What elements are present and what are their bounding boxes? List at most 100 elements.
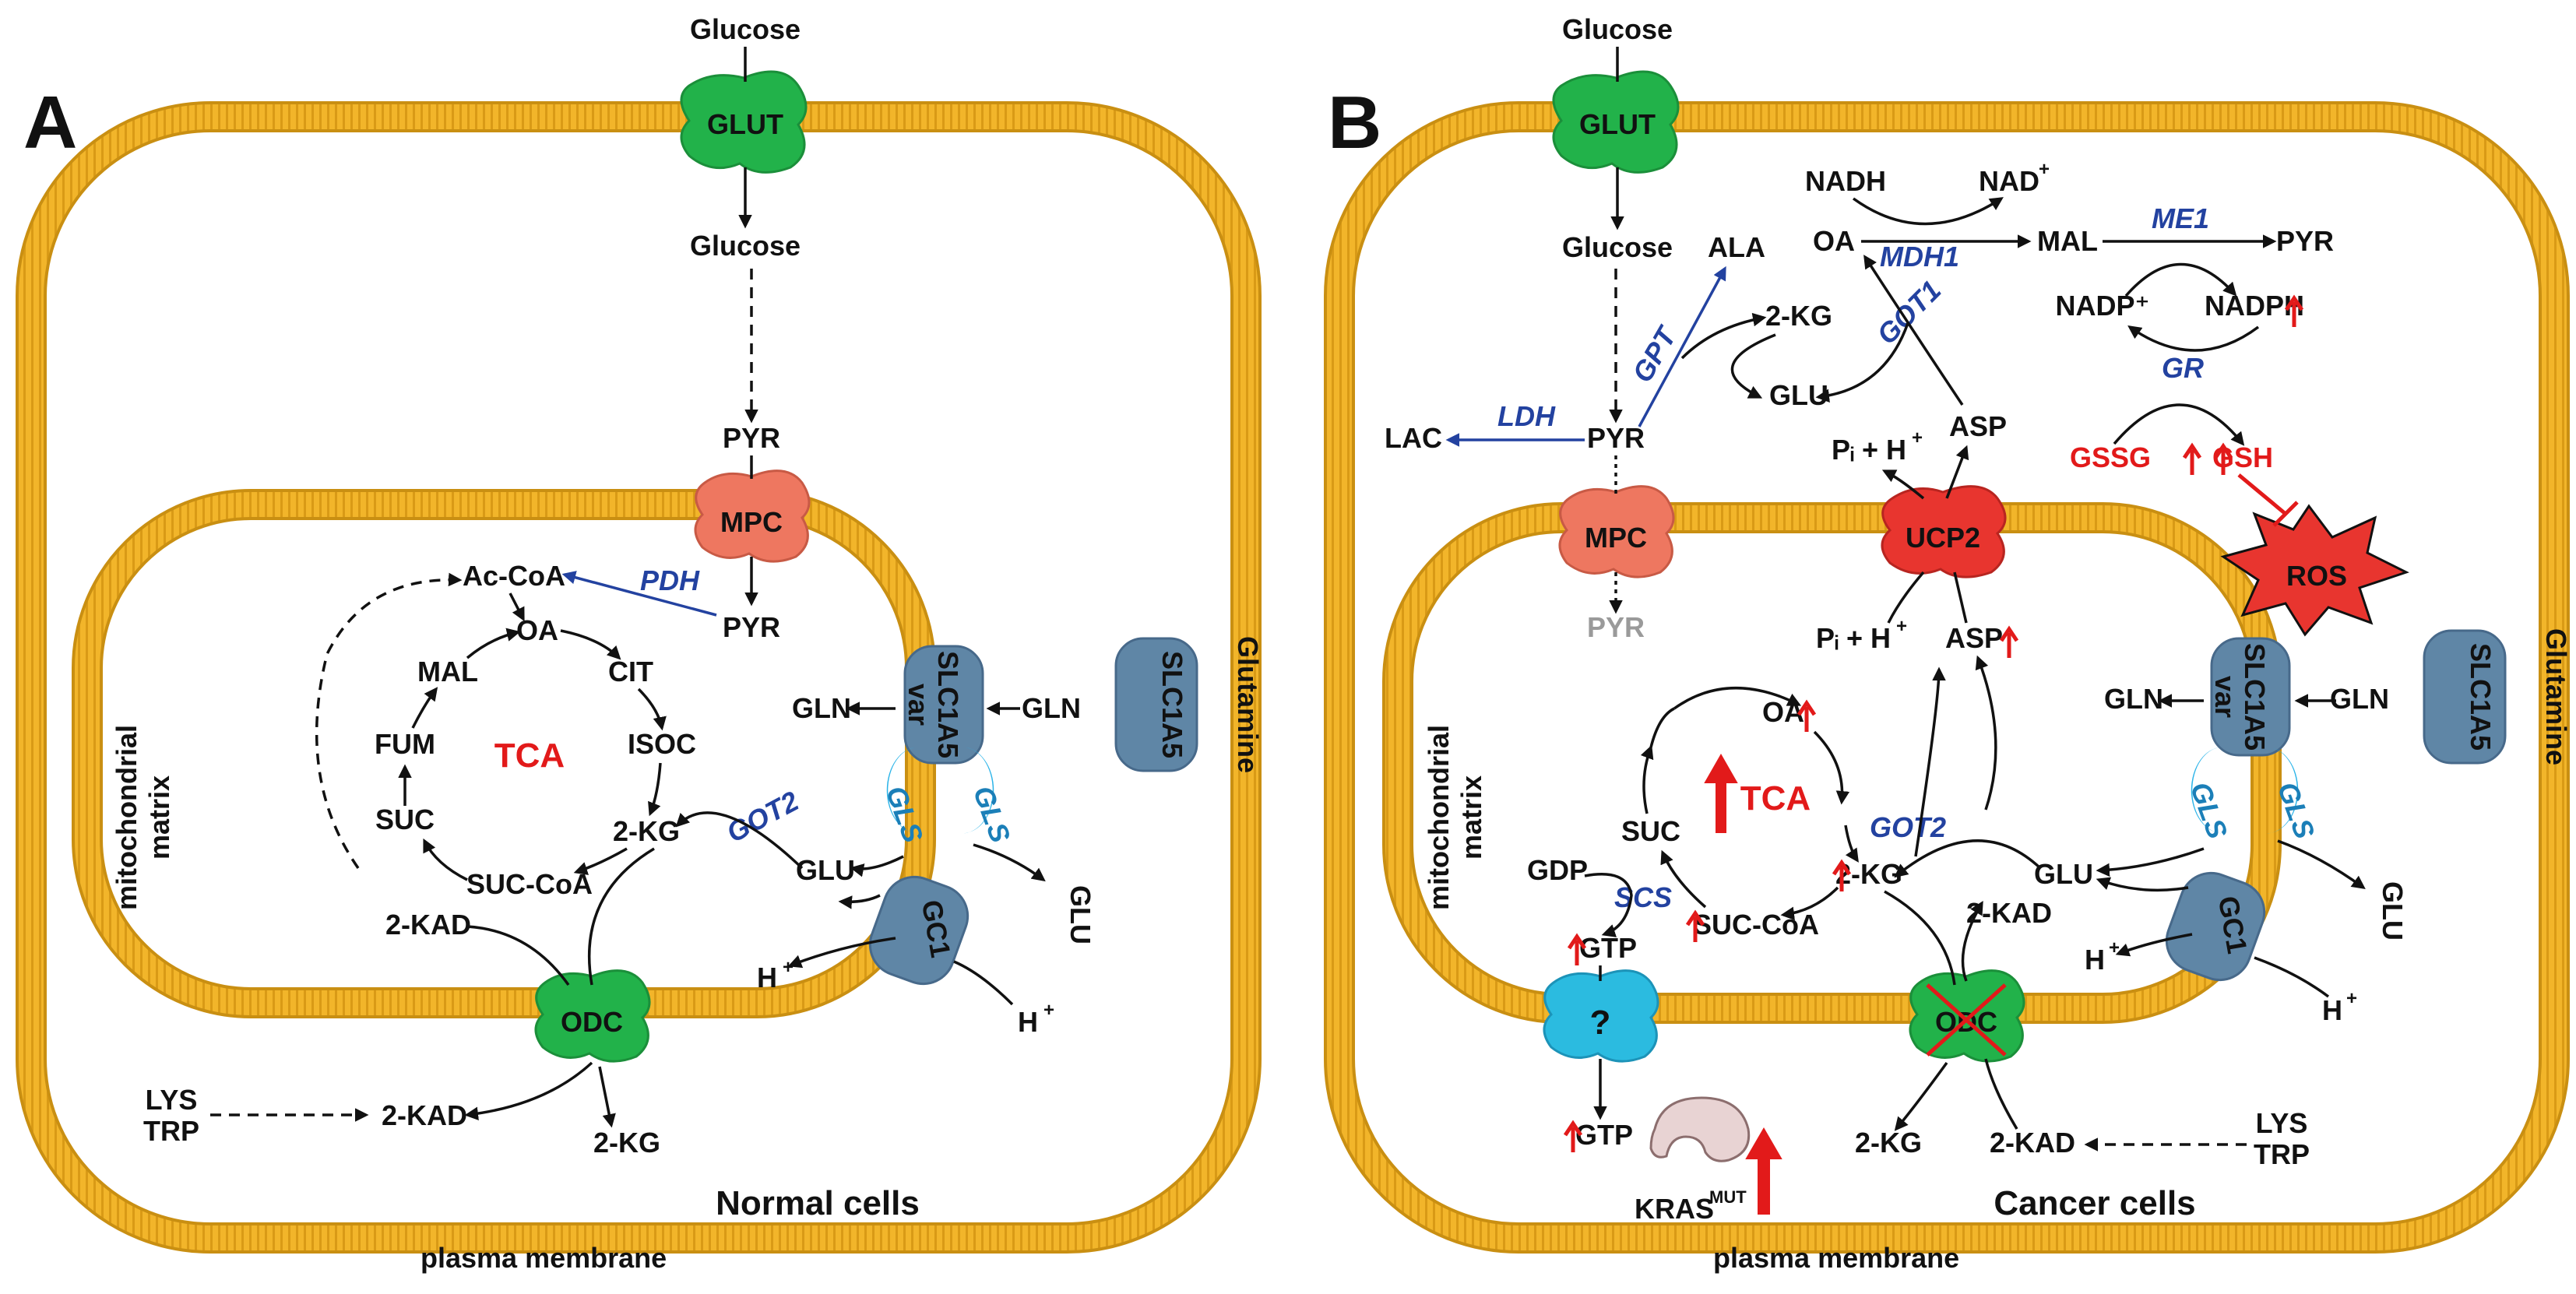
panel-a-letter: A [23,81,77,164]
arrow-a [560,629,621,660]
arrow-b [1649,707,1675,748]
pi-h-mito-b: Pᵢ + H [1816,622,1891,654]
mpc-label-a: MPC [720,506,783,538]
gls-enzyme-a2: GLS [959,747,1017,847]
mal-b: MAL [2037,225,2098,257]
panel-a: A plasma membrane mitochondrial matrix G… [16,13,1264,1274]
nad-plus-b: + [2039,159,2050,180]
arrow-b [1894,839,2042,878]
asp-top-b: ASP [1949,410,2007,442]
got1-enzyme-b: GOT1 [1870,274,1947,350]
slc1a5-transporter-a: SLC1A5 [1114,637,1198,772]
asp-mito-b: ASP [1945,622,2003,654]
arrow-b [1673,687,1802,710]
oa-cyto-b: OA [1813,225,1855,257]
h-mito-b: H [2085,944,2105,976]
arrow-a [464,1061,593,1121]
arrow-b [2124,262,2237,297]
mitochondrion-b [1382,502,2282,1024]
unknown-transporter-b: ? [1543,969,1659,1063]
kad-mito-b: 2-KAD [1966,897,2052,929]
trp-a: TRP [143,1115,199,1147]
arrow-b [1945,445,1969,499]
arrow-a [838,894,881,909]
lys-a: LYS [146,1084,198,1116]
arrow-a [787,937,896,969]
gln-in-b: GLN [2104,683,2163,715]
h-mito-plus-a: + [783,957,794,978]
odc-transporter-a: ODC [534,969,651,1063]
arrow-b [1584,873,1633,937]
kras-mut-protein-icon [1649,1096,1751,1162]
pi-h-top-plus-b: + [1912,427,1923,448]
ldh-enzyme-b: LDH [1497,400,1556,432]
suc-b: SUC [1621,815,1680,847]
mito-matrix-label-a1: mitochondrial [111,725,143,910]
glu-cyto2-b: GLU [2377,881,2409,941]
arrow-b [1813,730,1850,805]
odc-inactive-cross-icon [1926,983,2007,1057]
slc1a5var-label-b2: var [2209,676,2241,718]
gln-cyto-b: GLN [2330,683,2389,715]
increase-arrow-icons [1563,294,2304,1215]
gls-label-a2: GLS [967,782,1017,847]
accoa-a: Ac-CoA [463,560,565,592]
arrow-a [466,925,570,986]
oa-mito-b: OA [1762,696,1804,728]
kras-sup-b: MUT [1709,1187,1747,1207]
mpc-transporter-a: MPC [694,469,811,563]
glut-transporter-b: GLUT [1552,70,1680,174]
arrow-b [1863,255,1964,406]
kg-mito-b: 2-KG [1835,858,1902,890]
slc1a5var-label-a1: SLC1A5 [932,651,964,758]
mpc-label-b: MPC [1585,522,1647,554]
mal-a: MAL [417,656,478,687]
glut-transporter-a: GLUT [680,70,808,174]
tca-a: TCA [494,737,565,775]
gc1-transporter-b: GC1 [2165,871,2266,982]
gsh-inhibition-line [2237,473,2299,527]
arrow-a [423,838,468,881]
gpt-enzyme-b: GPT [1626,320,1684,388]
kg-cyto-a: 2-KG [593,1127,660,1159]
pdh-enzyme-a: PDH [640,564,700,596]
odc-transporter-b: ODC [1909,969,2025,1063]
scs-enzyme-b: SCS [1614,881,1672,913]
mdh1-enzyme-b: MDH1 [1880,241,1959,273]
slc1a5var-label-a2: var [903,684,934,726]
arrow-b [1884,890,1956,986]
gr-enzyme-b: GR [2162,352,2204,384]
arrow-b [1780,886,1839,920]
arrow-a [466,628,521,659]
glutamine-b: Glutamine [2540,628,2572,765]
slc1a5var-transporter-b: SLC1A5 var [2209,637,2291,757]
lac-b: LAC [1385,422,1442,454]
arrow-b [1881,469,1925,500]
arrow-a [588,847,655,986]
arrow-b [2096,847,2205,877]
glu-cyto-b: GLU [1769,379,1828,411]
got2-enzyme-b: GOT2 [1870,811,1946,843]
tca-b: TCA [1740,779,1811,818]
pyr-me-b: PYR [2276,225,2334,257]
ros-burst-icon: ROS [2220,504,2409,637]
arrow-b [2254,956,2330,998]
succoa-a: SUC-CoA [466,868,593,900]
slc1a5var-label-b1: SLC1A5 [2239,643,2271,751]
mito-matrix-label-b1: mitochondrial [1423,725,1455,910]
arrow-b [1953,571,1968,624]
arrow-a [953,960,1014,1006]
arrow-b [1961,900,1983,982]
plasma-membrane-b [1324,101,2570,1254]
arrow-b [2113,403,2245,446]
odc-label-a: ODC [561,1006,623,1038]
ucp2-label-b: UCP2 [1906,522,1980,554]
plasma-membrane-label-a: plasma membrane [421,1242,667,1274]
unknown-label-b: ? [1590,1004,1611,1042]
suc-a: SUC [375,803,435,835]
nadh-b: NADH [1805,165,1886,197]
glut-label-a: GLUT [707,108,783,140]
arrow-b [2127,325,2260,352]
arrow-b [1984,1058,2018,1130]
